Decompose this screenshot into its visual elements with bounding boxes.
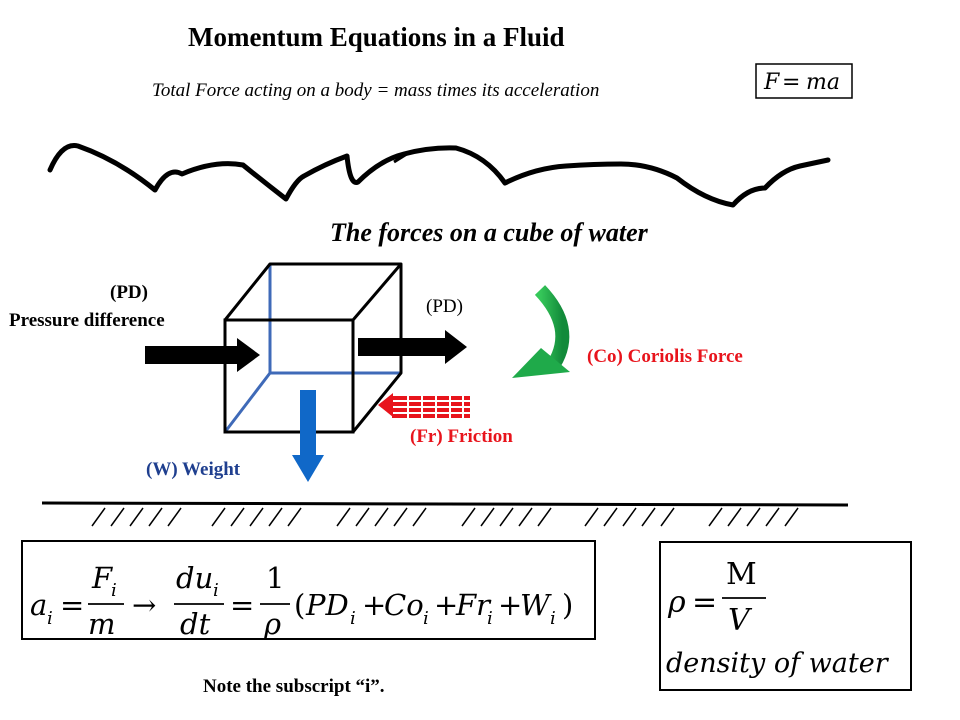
eq-du-sub: i <box>213 580 219 601</box>
eq-rho: ρ <box>263 607 281 641</box>
note-text: Note the subscript “i”. <box>203 676 385 697</box>
density-V: V <box>728 603 753 638</box>
page-title: Momentum Equations in a Fluid <box>188 22 565 52</box>
momentum-equation-box: a i = F i m → du i dt = 1 ρ ( PD i + Co … <box>21 540 596 641</box>
pd-right-label: (PD) <box>426 296 463 317</box>
wave-tick <box>393 150 411 164</box>
density-equals: = <box>692 585 717 620</box>
pd-left-arrow <box>145 338 260 372</box>
eq-dt: dt <box>180 607 211 641</box>
eq-du: du <box>176 561 213 595</box>
weight-label: (W) Weight <box>146 459 241 480</box>
formula-eq: = <box>782 70 800 95</box>
pd-left-short-label: (PD) <box>110 282 148 303</box>
formula-rhs: ma <box>806 70 840 95</box>
density-rho: ρ <box>667 585 686 620</box>
eq-Co-sub: i <box>423 608 429 629</box>
friction-label: (Fr) Friction <box>410 426 513 447</box>
density-box-frame <box>659 541 912 691</box>
density-box: ρ = M V density of water <box>659 541 912 691</box>
formula-box-frame <box>755 63 853 99</box>
eq-equals-1: = <box>60 588 84 622</box>
cube-hidden-edge-depth <box>223 372 272 433</box>
eq-Co: Co <box>384 588 424 622</box>
eq-plus-2: + <box>434 588 458 622</box>
eq-F-sub: i <box>111 580 117 601</box>
density-M: M <box>726 557 757 592</box>
section-title: The forces on a cube of water <box>330 218 648 247</box>
ground-hatching <box>91 507 799 527</box>
subtitle: Total Force acting on a body = mass time… <box>152 80 600 101</box>
eq-arrow: → <box>132 588 156 622</box>
eq-W: W <box>520 588 552 622</box>
water-surface-wave <box>47 143 831 208</box>
eq-PD-sub: i <box>350 608 356 629</box>
eq-one: 1 <box>266 561 284 595</box>
eq-W-sub: i <box>550 608 556 629</box>
water-cube <box>223 262 403 434</box>
eq-plus-1: + <box>362 588 386 622</box>
eq-PD: PD <box>305 588 349 622</box>
eq-a-sub: i <box>47 608 53 629</box>
eq-equals-2: = <box>230 588 254 622</box>
cube-top-right-edge <box>351 263 403 321</box>
coriolis-arrow-head <box>512 348 570 378</box>
coriolis-arrow-shaft <box>534 285 570 368</box>
formula-lhs: F <box>763 70 780 95</box>
eq-F: F <box>91 561 113 595</box>
pd-right-arrow <box>358 330 467 364</box>
friction-arrow-head <box>378 393 393 417</box>
cube-front-face <box>223 318 355 434</box>
eq-m: m <box>88 607 116 641</box>
ground-line <box>41 501 849 507</box>
weight-arrow <box>292 390 324 482</box>
eq-Fr: Fr <box>455 588 492 622</box>
eq-Fr-sub: i <box>487 608 493 629</box>
eq-a: a <box>30 588 47 622</box>
formula-box: F = ma <box>755 63 853 99</box>
equation-box-frame <box>21 540 596 640</box>
pd-left-full-label: Pressure difference <box>9 310 165 331</box>
coriolis-label: (Co) Coriolis Force <box>587 346 743 367</box>
eq-open-paren: ( <box>294 588 305 622</box>
coriolis-arrow <box>512 285 570 378</box>
density-caption: density of water <box>666 648 890 679</box>
friction-arrow <box>378 393 470 419</box>
eq-plus-3: + <box>498 588 522 622</box>
eq-close-paren: ) <box>562 588 573 622</box>
